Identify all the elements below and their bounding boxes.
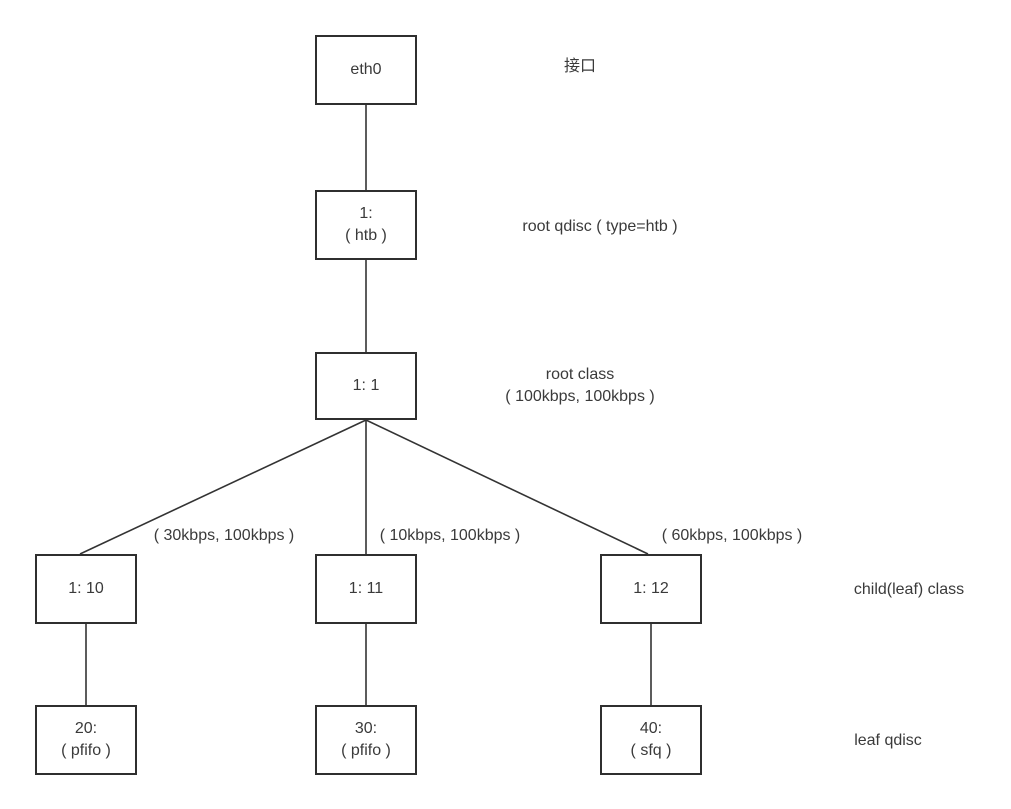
node-class-1-10-label: 1: 10 — [68, 580, 104, 597]
annotation-rate-class-1-10: ( 30kbps, 100kbps ) — [153, 527, 295, 544]
node-root-qdisc-handle: 1: — [359, 205, 373, 222]
node-root-qdisc-type: ( htb ) — [345, 227, 387, 244]
node-leaf-qdisc-40: 40: ( sfq ) — [600, 705, 702, 775]
node-class-1-12: 1: 12 — [600, 554, 702, 624]
annotation-interface: 接口 — [563, 58, 597, 75]
node-leaf-qdisc-20: 20: ( pfifo ) — [35, 705, 137, 775]
node-leaf-qdisc-40-type: ( sfq ) — [630, 742, 672, 759]
node-root-class-label: 1: 1 — [352, 377, 380, 394]
annotation-root-class-title: root class — [545, 366, 615, 383]
node-class-1-11: 1: 11 — [315, 554, 417, 624]
node-leaf-qdisc-30-handle: 30: — [354, 720, 378, 737]
node-leaf-qdisc-40-handle: 40: — [639, 720, 663, 737]
node-leaf-qdisc-20-type: ( pfifo ) — [61, 742, 111, 759]
annotation-child-class: child(leaf) class — [853, 581, 965, 598]
node-root-qdisc: 1: ( htb ) — [315, 190, 417, 260]
node-eth0: eth0 — [315, 35, 417, 105]
annotation-root-class: root class ( 100kbps, 100kbps ) — [505, 364, 654, 408]
connector-rootclass-class12 — [365, 419, 649, 555]
node-root-class: 1: 1 — [315, 352, 417, 420]
annotation-leaf-qdisc: leaf qdisc — [854, 732, 922, 749]
annotation-root-qdisc: root qdisc ( type=htb ) — [522, 218, 678, 235]
annotation-root-class-rate: ( 100kbps, 100kbps ) — [505, 388, 655, 405]
node-class-1-11-label: 1: 11 — [348, 580, 384, 597]
node-class-1-10: 1: 10 — [35, 554, 137, 624]
node-class-1-12-label: 1: 12 — [633, 580, 669, 597]
annotation-rate-class-1-12: ( 60kbps, 100kbps ) — [661, 527, 803, 544]
annotation-rate-class-1-11: ( 10kbps, 100kbps ) — [379, 527, 521, 544]
node-leaf-qdisc-20-handle: 20: — [74, 720, 98, 737]
node-eth0-label: eth0 — [350, 61, 382, 78]
connector-rootclass-class10 — [79, 419, 367, 555]
node-leaf-qdisc-30-type: ( pfifo ) — [341, 742, 391, 759]
node-leaf-qdisc-30: 30: ( pfifo ) — [315, 705, 417, 775]
